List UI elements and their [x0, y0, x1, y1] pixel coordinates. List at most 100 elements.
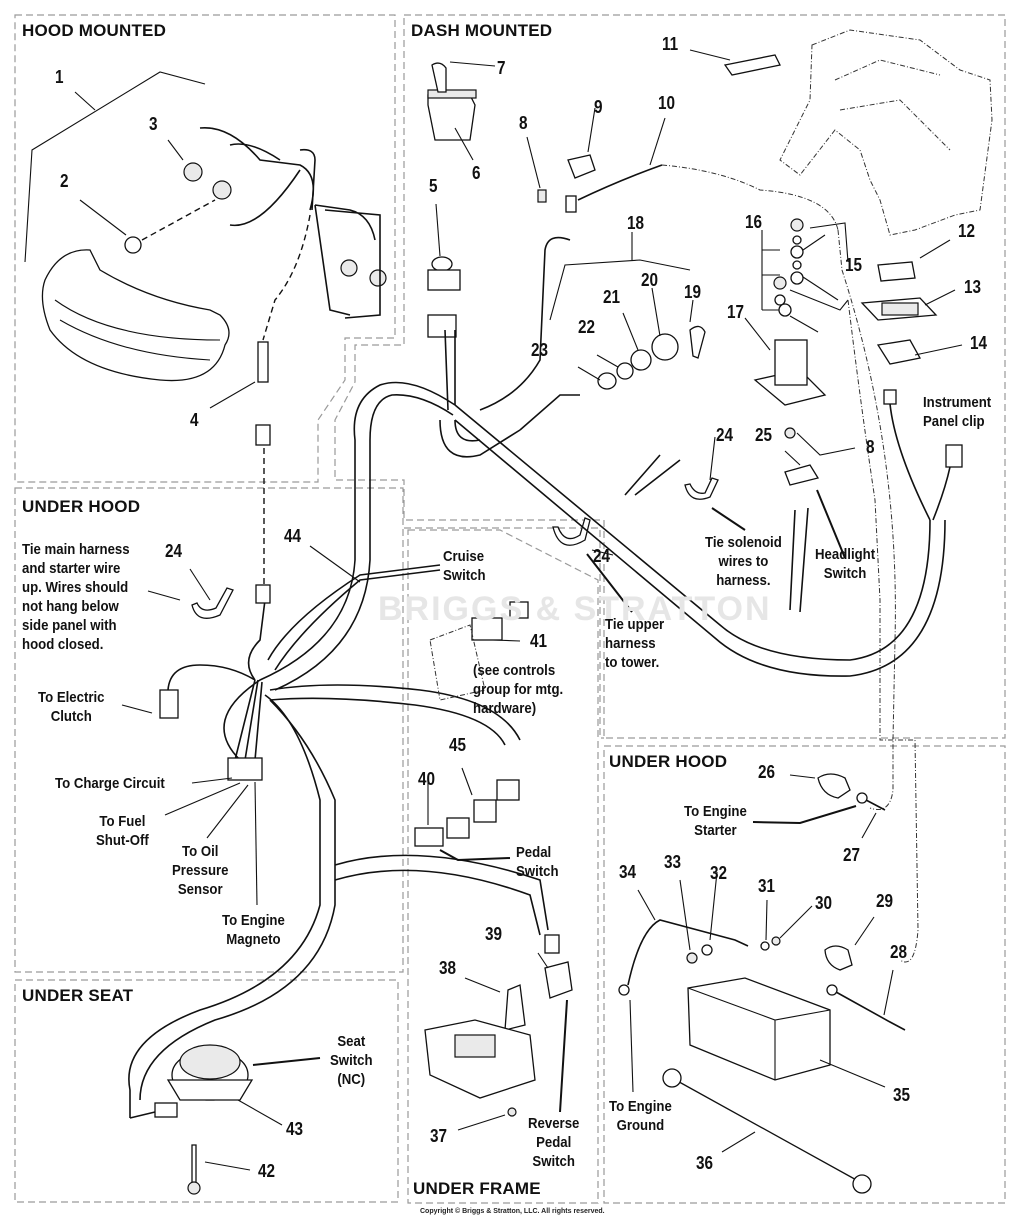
reverse-pedal-switch-39	[544, 961, 573, 999]
ignition-switch	[427, 94, 476, 141]
callout-9: 9	[594, 97, 603, 117]
cover-11	[723, 54, 781, 76]
boot-26	[817, 773, 851, 799]
pedal-frame	[424, 1019, 536, 1099]
screw-42	[191, 1144, 197, 1186]
note-see-controls-group: (see controls group for mtg. hardware)	[473, 662, 564, 717]
bracket-38	[504, 984, 526, 1031]
note-to-electric-clutch: To Electric Clutch	[38, 689, 105, 725]
callout-20: 20	[641, 270, 659, 290]
nut-21	[630, 349, 652, 371]
note-to-engine-ground: To Engine Ground	[609, 1098, 672, 1134]
washer-23	[597, 372, 617, 390]
callout-30: 30	[815, 893, 833, 913]
note-tie-main-harness: Tie main harness and starter wire up. Wi…	[22, 541, 130, 653]
section-title-under-hood-left: UNDER HOOD	[22, 497, 141, 516]
note-cruise-switch: Cruise Switch	[443, 548, 486, 584]
engine-connector	[227, 757, 263, 781]
callout-41: 41	[530, 631, 548, 651]
under-seat-parts	[129, 1044, 321, 1195]
nut-22	[616, 362, 634, 380]
socket-4	[369, 269, 387, 287]
lamp-12	[877, 261, 916, 282]
callout-12: 12	[958, 221, 976, 241]
tie-clip-24-left	[191, 587, 234, 619]
key	[431, 62, 447, 93]
section-title-under-hood-right: UNDER HOOD	[609, 752, 728, 771]
callout-3: 3	[149, 114, 158, 134]
main-harness	[128, 236, 946, 1118]
callout-40: 40	[418, 769, 436, 789]
callout-39: 39	[485, 924, 503, 944]
note-to-engine-magneto: To Engine Magneto	[222, 912, 285, 948]
callout-21: 21	[603, 287, 621, 307]
under-hood-left-parts	[121, 545, 361, 906]
hood-mounted-border	[14, 14, 396, 483]
under-seat-border	[14, 979, 399, 1203]
callout-8-solenoid: 8	[866, 437, 875, 457]
section-title-under-seat: UNDER SEAT	[22, 986, 134, 1005]
callout-33: 33	[664, 852, 682, 872]
callout-24-dash: 24	[716, 425, 734, 445]
callout-19: 19	[684, 282, 702, 302]
callout-43: 43	[286, 1119, 304, 1139]
note-to-fuel-shutoff: To Fuel Shut-Off	[96, 813, 149, 849]
battery-35	[687, 977, 831, 1081]
callout-16: 16	[745, 212, 763, 232]
callout-38: 38	[439, 958, 457, 978]
under-hood-right-parts	[618, 773, 906, 1194]
connector-4	[257, 341, 269, 383]
callout-37: 37	[430, 1126, 448, 1146]
callout-45: 45	[449, 735, 467, 755]
callout-29: 29	[876, 891, 894, 911]
callout-34: 34	[619, 862, 637, 882]
callout-6: 6	[472, 163, 481, 183]
socket-3	[340, 259, 358, 277]
callout-36: 36	[696, 1153, 714, 1173]
under-frame-border	[407, 529, 599, 1204]
dash-mounted-border	[334, 14, 1006, 739]
cruise-switch-41	[471, 617, 503, 641]
callout-28: 28	[890, 942, 908, 962]
copyright-notice: Copyright © Briggs & Stratton, LLC. All …	[420, 1208, 605, 1215]
callout-32: 32	[710, 863, 728, 883]
tie-clip-24-mid	[552, 517, 591, 546]
callout-17: 17	[727, 302, 745, 322]
callout-15: 15	[845, 255, 863, 275]
callout-18: 18	[627, 213, 645, 233]
hood-outline	[779, 29, 993, 236]
brand-watermark: BRIGGS & STRATTON	[378, 590, 772, 628]
callout-35: 35	[893, 1085, 911, 1105]
callout-5: 5	[429, 176, 438, 196]
callout-11: 11	[662, 34, 679, 54]
callout-31: 31	[758, 876, 776, 896]
section-borders	[14, 14, 1006, 1204]
keys-19	[689, 325, 706, 359]
callout-26: 26	[758, 762, 776, 782]
callout-24-left: 24	[165, 541, 183, 561]
under-hood-left-inner	[404, 527, 604, 739]
callout-10: 10	[658, 93, 676, 113]
note-headlight-switch: Headlight Switch	[815, 546, 876, 582]
under-hood-left-border	[14, 487, 404, 973]
note-reverse-pedal-switch: Reverse Pedal Switch	[528, 1115, 580, 1170]
callout-23: 23	[531, 340, 549, 360]
callout-14: 14	[970, 333, 988, 353]
note-tie-solenoid-wires: Tie solenoid wires to harness.	[705, 534, 782, 589]
note-seat-switch: Seat Switch (NC)	[330, 1033, 373, 1088]
note-to-charge-circuit: To Charge Circuit	[55, 775, 165, 792]
tie-clip-24-dash	[684, 477, 719, 500]
note-tie-upper-harness: Tie upper harness to tower.	[605, 616, 665, 671]
boot-29	[824, 945, 853, 971]
callout-13: 13	[964, 277, 982, 297]
dash-mounted-parts	[427, 29, 993, 963]
callout-2: 2	[60, 171, 69, 191]
callout-8-dash: 8	[519, 113, 528, 133]
electric-clutch-connector	[159, 689, 179, 719]
bracket-14	[876, 339, 922, 365]
under-hood-right-border	[603, 745, 1006, 1204]
callout-24-mid: 24	[593, 546, 611, 566]
pedal-switch-40	[414, 827, 444, 847]
callout-1: 1	[55, 67, 64, 87]
